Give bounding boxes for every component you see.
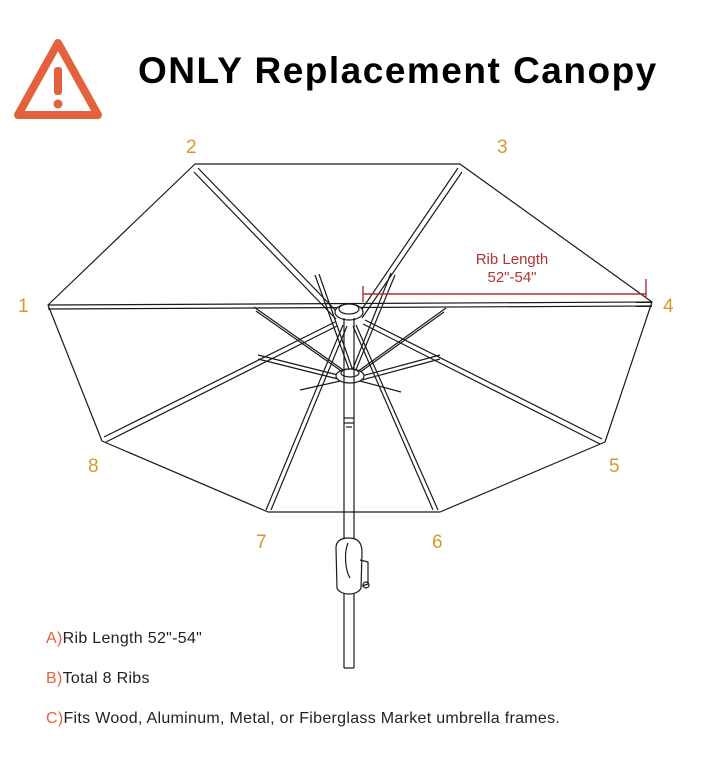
rib-7 [265,324,344,511]
rib-6 [355,324,439,511]
rib-number-2: 2 [186,137,197,158]
spec-text: Rib Length 52"-54" [62,630,203,647]
canopy-outline [47,163,653,513]
spec-item-c: C)Fits Wood, Aluminum, Metal, or Fibergl… [46,710,560,728]
measure-value: 52"-54" [487,269,537,286]
spec-text: Fits Wood, Aluminum, Metal, or Fiberglas… [63,710,561,727]
rib-number-6: 6 [432,532,443,553]
measure-label: Rib Length [475,251,549,268]
page-title: ONLY Replacement Canopy [138,50,658,91]
rib-number-5: 5 [609,456,620,477]
warning-triangle-icon [14,39,102,119]
spec-item-a: A)Rib Length 52"-54" [46,630,202,648]
rib-number-7: 7 [256,532,267,553]
rib-number-3: 3 [497,137,508,158]
crank-housing [335,537,363,595]
rib-number-1: 1 [18,296,29,317]
rib-3 [357,167,459,316]
spec-letter: C) [46,710,64,727]
spec-text: Total 8 Ribs [62,670,150,687]
spec-letter: A) [46,630,63,647]
rib-5 [364,319,603,440]
crank-handle [359,559,369,587]
rib-8 [103,321,336,438]
spec-item-b: B)Total 8 Ribs [46,670,150,688]
spec-letter: B) [46,670,63,687]
rib-number-8: 8 [88,456,99,477]
rib-number-4: 4 [663,296,674,317]
rib-2 [197,167,341,316]
